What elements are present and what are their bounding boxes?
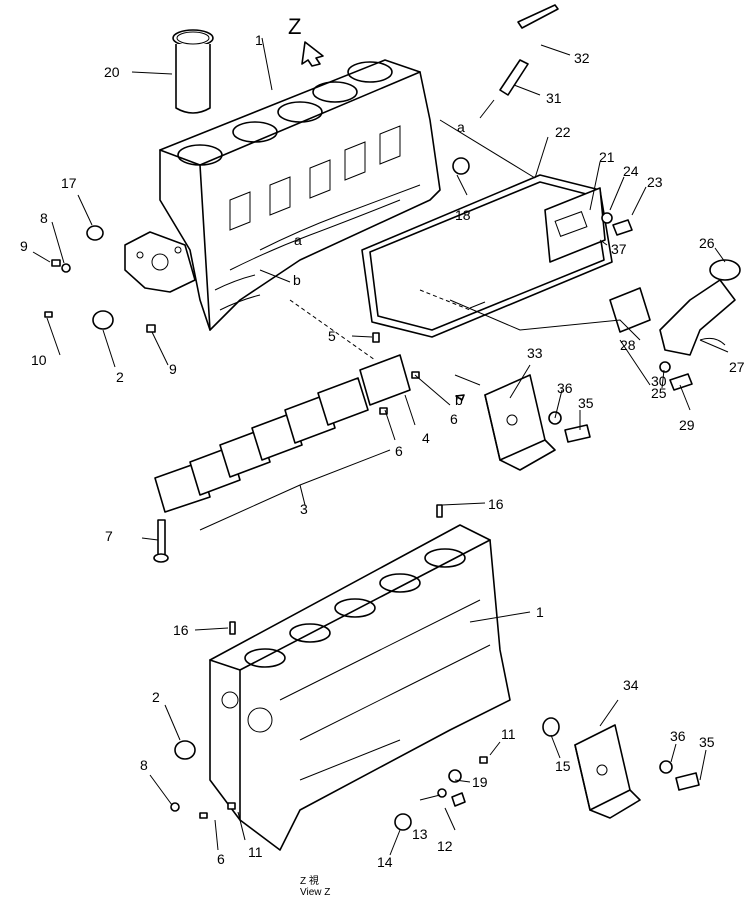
callout-24: 24	[623, 163, 639, 179]
callout-28: 28	[620, 337, 636, 353]
callout-view-z: Z	[288, 14, 301, 39]
callout-5: 5	[328, 328, 336, 344]
callout-33: 33	[527, 345, 543, 361]
callout-16-lower: 16	[173, 622, 189, 638]
callout-21: 21	[599, 149, 615, 165]
callout-a-lower: a	[294, 232, 302, 248]
callout-35-upper: 35	[578, 395, 594, 411]
callout-1-upper: 1	[255, 32, 263, 48]
callout-3: 3	[300, 501, 308, 517]
tube-and-rod	[479, 4, 559, 119]
callout-b-block: b	[293, 272, 301, 288]
bracket-34	[574, 724, 641, 819]
caption-line-1: Z 視	[300, 874, 319, 887]
cylinder-liner	[172, 29, 214, 114]
callout-15: 15	[555, 758, 571, 774]
caption-line-2: View Z	[300, 887, 330, 897]
bracket-33	[484, 374, 556, 471]
callout-37: 37	[611, 241, 627, 257]
callout-8-upper: 8	[40, 210, 48, 226]
callout-labels: 1 20 Z 32 31 a 22 21 24 23 17 8 18 37 26…	[20, 14, 745, 870]
leader-lines	[32, 37, 729, 856]
callout-32: 32	[574, 50, 590, 66]
side-cover-gasket	[361, 174, 613, 338]
callout-10: 10	[31, 352, 47, 368]
callout-26: 26	[699, 235, 715, 251]
callout-2-upper: 2	[116, 369, 124, 385]
callout-11-lower: 11	[248, 844, 263, 860]
callout-a-upper: a	[457, 119, 465, 135]
crankshaft-caps	[154, 354, 411, 513]
callout-19: 19	[472, 774, 488, 790]
callout-16-upper: 16	[488, 496, 504, 512]
callout-2-lower: 2	[152, 689, 160, 705]
callout-8-lower: 8	[140, 757, 148, 773]
callout-14: 14	[377, 854, 393, 870]
callout-29: 29	[679, 417, 695, 433]
callout-23: 23	[647, 174, 663, 190]
upper-cylinder-block	[159, 59, 441, 331]
callout-6-mid: 6	[395, 443, 403, 459]
callout-13: 13	[412, 826, 428, 842]
callout-36-lower: 36	[670, 728, 686, 744]
small-parts	[44, 157, 700, 831]
callout-4: 4	[422, 430, 430, 446]
callout-9-lower: 9	[169, 361, 177, 377]
callout-6-right: 6	[450, 411, 458, 427]
callout-36-upper: 36	[557, 380, 573, 396]
callout-31: 31	[546, 90, 562, 106]
callout-35-lower: 35	[699, 734, 715, 750]
callout-12: 12	[437, 838, 453, 854]
timing-cover-housing	[124, 231, 196, 293]
callout-18: 18	[455, 207, 471, 223]
callout-1-lower: 1	[536, 604, 544, 620]
oil-filler-pipe	[609, 259, 741, 356]
callout-b-bracket: b	[455, 392, 463, 408]
callout-11-right: 11	[501, 726, 516, 742]
callout-20: 20	[104, 64, 120, 80]
callout-34: 34	[623, 677, 639, 693]
callout-30: 30	[651, 373, 667, 389]
view-arrows	[301, 41, 486, 401]
callout-17: 17	[61, 175, 77, 191]
callout-6-lower: 6	[217, 851, 225, 867]
callout-25: 25	[651, 385, 667, 401]
view-caption: Z 視 View Z	[300, 874, 330, 897]
callout-22: 22	[555, 124, 571, 140]
callout-7: 7	[105, 528, 113, 544]
callout-27: 27	[729, 359, 745, 375]
callout-9-upper: 9	[20, 238, 28, 254]
